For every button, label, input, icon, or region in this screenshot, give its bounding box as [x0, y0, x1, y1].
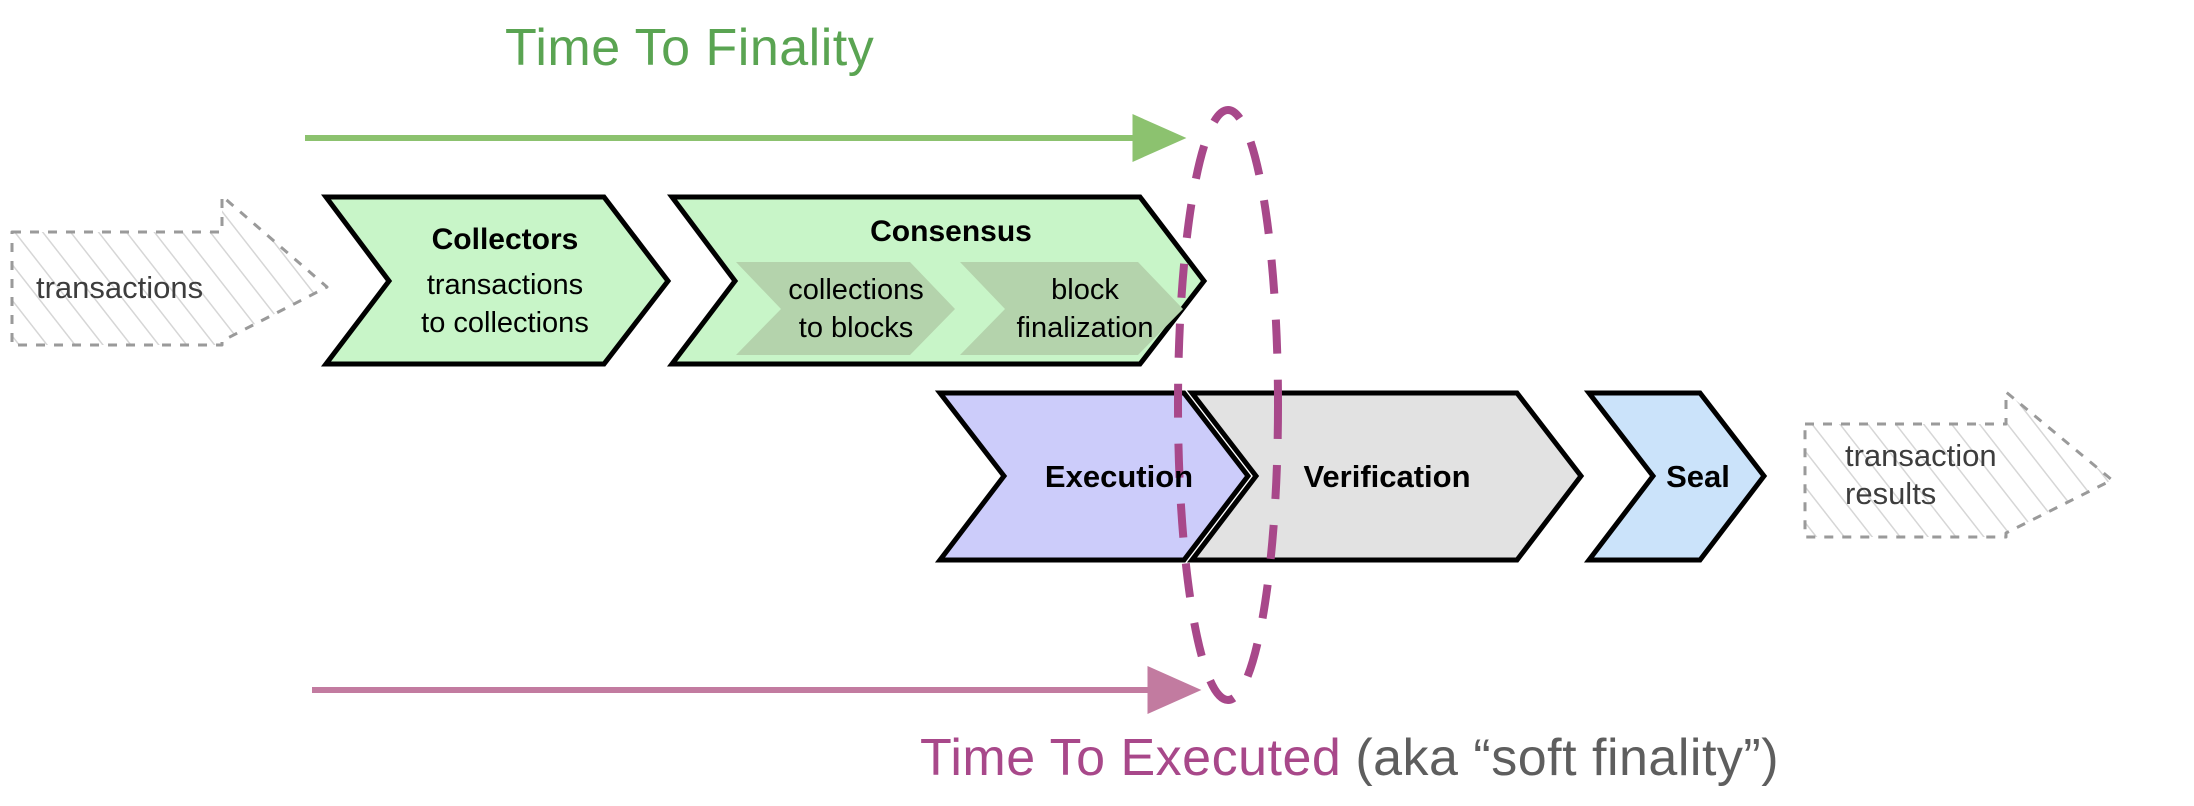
consensus-subphase-block-finalization[interactable]	[960, 262, 1183, 355]
consensus-subphase-2-line2: finalization	[1016, 311, 1154, 344]
execution-block[interactable]	[934, 390, 1252, 563]
time-to-executed-title-group: Time To Executed (aka “soft finality”)	[920, 728, 1779, 788]
collectors-text-group: Collectors transactions to collections	[360, 205, 650, 360]
transactions-input-arrow	[10, 194, 329, 347]
collectors-block[interactable]	[320, 194, 672, 367]
finality-boundary-ellipse	[1174, 106, 1282, 704]
collectors-subtext-line1: transactions	[426, 269, 584, 302]
consensus-subphase-2-text-group: block finalization	[992, 262, 1178, 357]
collectors-subtext-line2: to collections	[421, 306, 589, 339]
time-to-executed-title: Time To Executed	[920, 729, 1342, 787]
consensus-subphase-2-line1: block	[1051, 274, 1119, 307]
seal-block[interactable]	[1583, 390, 1768, 563]
consensus-subphase-collections-to-blocks[interactable]	[736, 262, 955, 355]
consensus-subphase-1-line1: collections	[788, 274, 924, 307]
verification-block[interactable]	[1186, 390, 1585, 563]
consensus-subphase-1-text-group: collections to blocks	[768, 262, 944, 357]
transaction-results-output-arrow	[1803, 390, 2114, 539]
consensus-subphase-1-line2: to blocks	[798, 311, 914, 344]
collectors-heading: Collectors	[431, 223, 579, 257]
time-to-executed-note: (aka “soft finality”)	[1355, 729, 1780, 787]
